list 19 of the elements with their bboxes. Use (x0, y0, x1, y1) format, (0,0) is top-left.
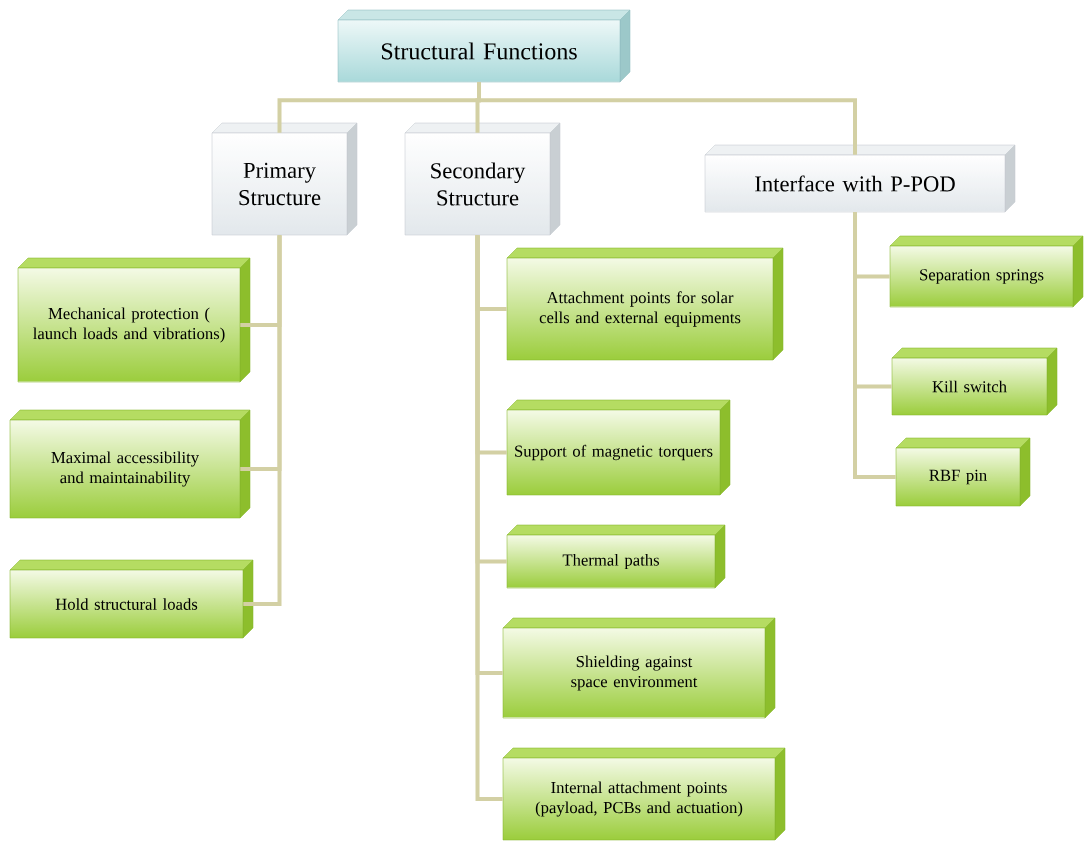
connector (477, 82, 857, 155)
function-box: Shielding against space environment (502, 617, 776, 719)
function-box: Mechanical protection ( launch loads and vibrations) (17, 257, 251, 383)
function-box: Maximal accessibility and maintainability (9, 409, 251, 519)
function-box: Support of magnetic torquers (506, 399, 731, 496)
function-box: RBF pin (895, 437, 1031, 507)
connector (853, 212, 896, 479)
function-box: Hold structural loads (9, 559, 254, 639)
category-box: Secondary Structure (404, 122, 561, 236)
connector (243, 235, 282, 606)
function-box: Separation springs (889, 235, 1084, 308)
connector (475, 235, 503, 801)
function-box: Thermal paths (506, 524, 726, 589)
function-box: Internal attachment points (payload, PCBs and actuation) (502, 747, 786, 841)
heading-box: Structural Functions (337, 9, 631, 83)
category-box: Interface with P-POD (704, 144, 1016, 213)
function-box: Attachment points for solar cells and external equipments (506, 247, 784, 361)
function-box: Kill switch (891, 347, 1058, 416)
category-box: Primary Structure (211, 122, 358, 236)
